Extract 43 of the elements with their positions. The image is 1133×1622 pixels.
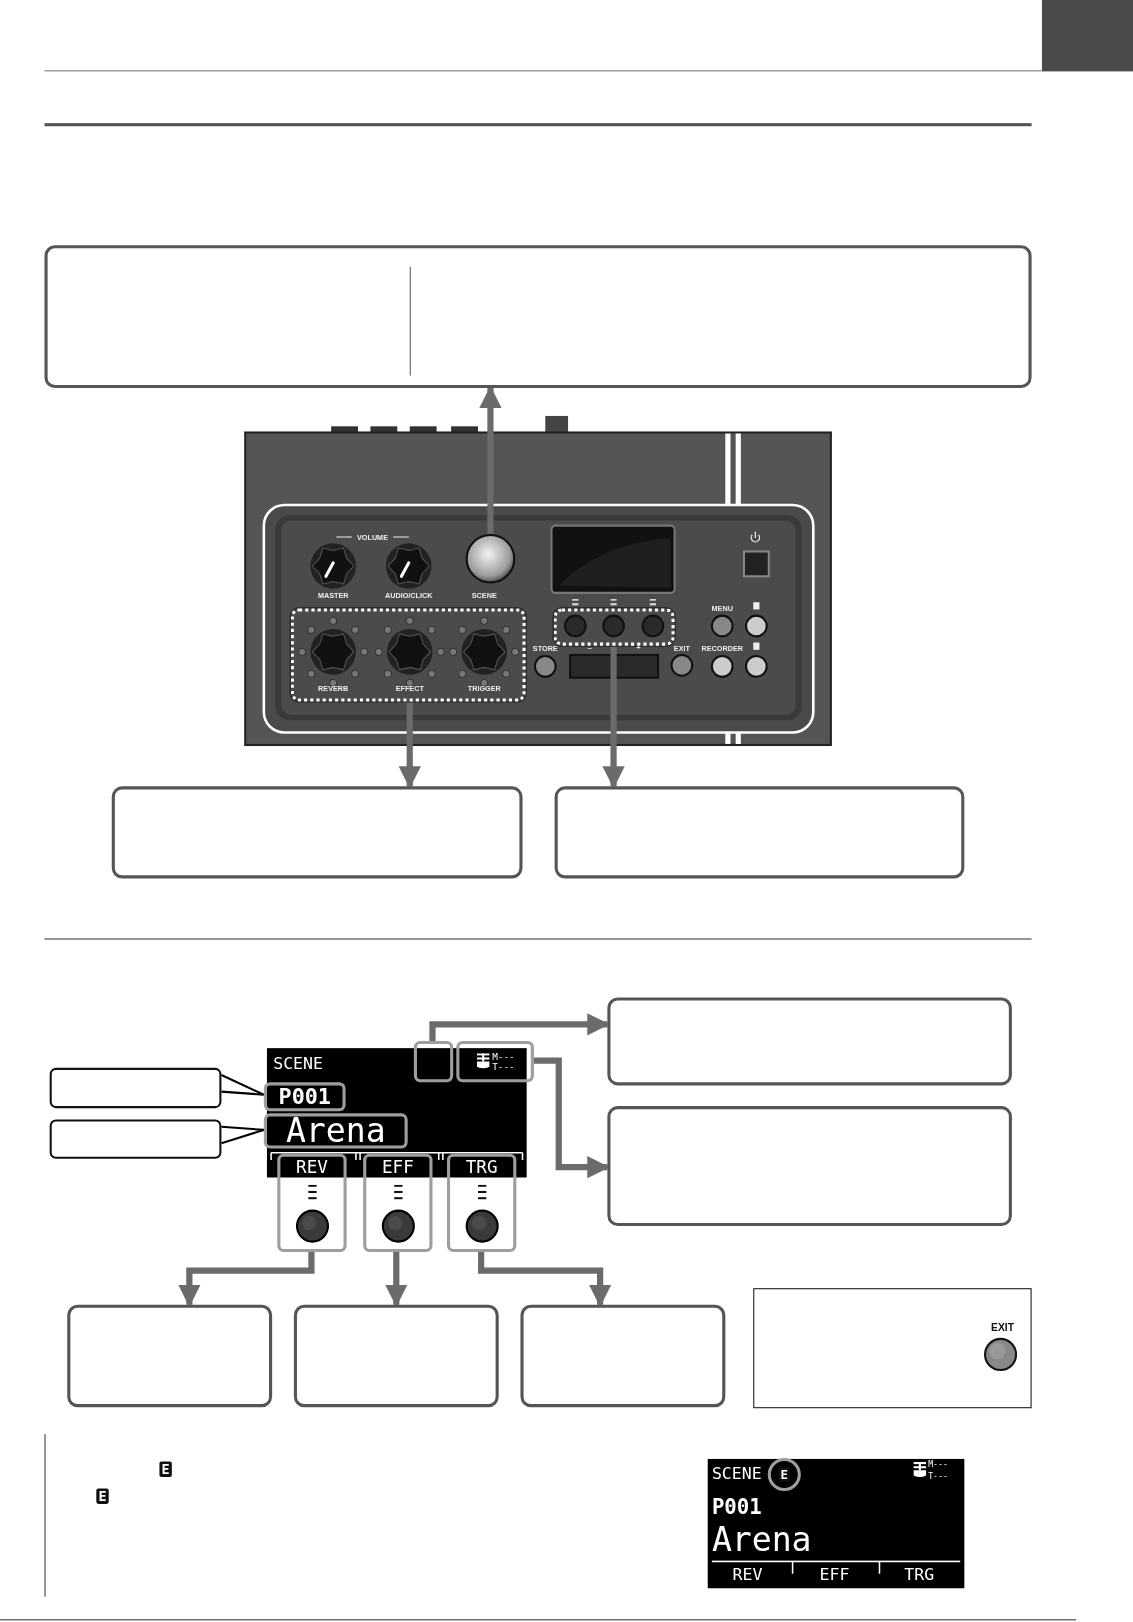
callout-box — [49, 1119, 222, 1159]
text-panel — [44, 245, 1032, 388]
arrow — [533, 1057, 610, 1179]
button-label: EXIT — [991, 1322, 1014, 1333]
highlight-frame — [447, 1153, 517, 1252]
edit-indicator: E — [96, 1488, 109, 1504]
highlight-frame — [277, 1153, 347, 1252]
tab-label: EFF — [381, 1158, 414, 1177]
callout-box — [49, 1067, 222, 1109]
text-panel — [607, 1106, 1012, 1227]
control-group-outline — [553, 608, 675, 646]
display-text: M--- — [928, 1461, 949, 1470]
highlight-frame — [263, 1082, 346, 1112]
text-panel — [111, 786, 523, 879]
tab-label: TRG — [465, 1158, 498, 1177]
arrow — [398, 701, 421, 789]
control-group-outline — [290, 608, 526, 702]
highlight-frame — [263, 1113, 408, 1149]
display-text: T--- — [928, 1472, 949, 1481]
highlight-frame — [456, 1040, 534, 1083]
track-status-text: T--- — [492, 1062, 515, 1072]
display-text: EFF — [819, 1566, 850, 1584]
highlight-frame — [413, 1040, 454, 1083]
display-text: SCENE — [711, 1465, 762, 1482]
arrow — [479, 385, 502, 534]
display-text: REV — [732, 1566, 763, 1584]
text-panel — [554, 786, 965, 879]
track-status-text: M--- — [492, 1051, 515, 1062]
display-text: TRG — [904, 1566, 935, 1584]
display-text: P001 — [711, 1496, 762, 1517]
text-panel — [520, 1304, 726, 1408]
edit-indicator: E — [159, 1461, 172, 1478]
arrow — [602, 645, 625, 789]
tab-label: REV — [296, 1158, 328, 1177]
highlight-frame — [363, 1153, 433, 1252]
display-text: SCENE — [273, 1055, 323, 1072]
display-text: P001 — [278, 1085, 331, 1108]
text-panel — [293, 1304, 499, 1408]
display-text: Arena — [711, 1523, 812, 1557]
display-text: Arena — [285, 1114, 386, 1148]
edit-indicator: E — [778, 1467, 791, 1482]
text-panel — [607, 997, 1012, 1086]
text-panel — [67, 1304, 273, 1408]
